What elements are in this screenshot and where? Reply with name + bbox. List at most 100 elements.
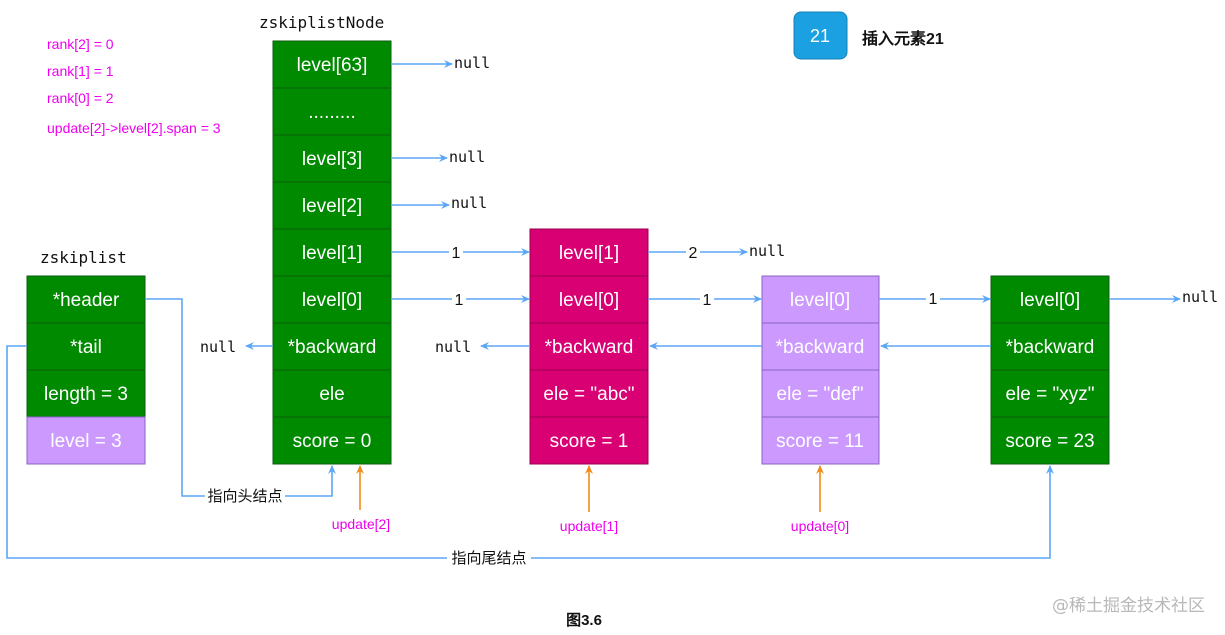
backward-pointers: null null <box>200 338 991 356</box>
forward-pointers: 1 1 2 1 1 <box>391 243 991 309</box>
insert-badge: 21 插入元素21 <box>793 11 944 60</box>
header-field: level[63] <box>297 55 368 76</box>
node-field: level[1] <box>559 243 619 264</box>
node-field: level[0] <box>559 290 619 311</box>
node-xyz: level[0] *backward ele = "xyz" score = 2… <box>990 275 1110 465</box>
node-field: level[0] <box>1020 290 1080 311</box>
node-cell <box>529 416 649 465</box>
zskiplist-cell <box>26 369 146 418</box>
zskiplist-title: zskiplist <box>40 248 127 267</box>
span-bg <box>926 289 940 307</box>
watermark: @稀土掘金技术社区 <box>1052 596 1205 616</box>
badge-caption: 插入元素21 <box>862 29 944 48</box>
zskiplist-field: *header <box>53 290 120 311</box>
header-field: level[0] <box>302 290 362 311</box>
header-cell <box>272 228 392 277</box>
node-cell <box>529 228 649 277</box>
rank-notes: rank[2] = 0 rank[1] = 1 rank[0] = 2 upda… <box>47 36 221 136</box>
update-label: update[2] <box>332 516 390 532</box>
zskiplist-field: length = 3 <box>44 384 128 405</box>
null-pointers: null null null null null <box>391 54 1218 306</box>
node-field: ele = "def" <box>777 384 864 405</box>
node-cell <box>761 369 880 418</box>
span-label: 1 <box>929 291 938 308</box>
span-label: 1 <box>452 245 461 262</box>
span-label: 1 <box>455 292 464 309</box>
rank-note: rank[1] = 1 <box>47 63 114 79</box>
span-bg <box>449 243 463 261</box>
rank-note: update[2]->level[2].span = 3 <box>47 120 221 136</box>
null-label: null <box>451 194 487 212</box>
node-cell <box>761 275 880 324</box>
node-cell <box>990 322 1110 371</box>
span-bg <box>686 243 700 261</box>
node-field: ele = "xyz" <box>1006 384 1095 405</box>
header-cell <box>272 275 392 324</box>
header-pointer-arrow <box>145 298 336 497</box>
span-bg <box>700 290 714 308</box>
update-markers: update[2] update[1] update[0] <box>332 465 849 534</box>
zskiplist-cell <box>26 275 146 324</box>
node-def: level[0] *backward ele = "def" score = 1… <box>761 275 880 465</box>
tail-pointer-label: 指向尾结点 <box>451 550 526 567</box>
header-cell <box>272 416 392 465</box>
span-bg <box>452 290 466 308</box>
zskiplist-pointers: 指向头结点 指向尾结点 <box>6 298 1054 568</box>
null-label: null <box>435 338 471 356</box>
node-cell <box>761 416 880 465</box>
badge-value: 21 <box>810 26 830 46</box>
node-field: *backward <box>1006 337 1095 358</box>
null-label: null <box>1182 288 1218 306</box>
header-field: ele <box>319 384 344 405</box>
zskiplist-field: *tail <box>70 337 102 358</box>
header-node: zskiplistNode level[63] ......... level[… <box>259 13 392 465</box>
update-label: update[1] <box>560 518 618 534</box>
null-label: null <box>749 242 785 260</box>
header-field: score = 0 <box>293 431 372 452</box>
node-field: *backward <box>545 337 634 358</box>
header-node-title: zskiplistNode <box>259 13 384 32</box>
node-cell <box>529 275 649 324</box>
header-field: level[2] <box>302 196 362 217</box>
node-cell <box>990 369 1110 418</box>
node-field: score = 1 <box>550 431 629 452</box>
figure-caption: 图3.6 <box>566 612 602 629</box>
zskiplist-field: level = 3 <box>50 431 121 452</box>
header-cell <box>272 369 392 418</box>
header-pointer-label: 指向头结点 <box>207 488 282 505</box>
node-cell <box>990 275 1110 324</box>
node-field: score = 11 <box>776 431 864 452</box>
null-label: null <box>200 338 236 356</box>
header-cell <box>272 134 392 183</box>
node-abc: level[1] level[0] *backward ele = "abc" … <box>529 228 649 465</box>
null-label: null <box>449 148 485 166</box>
zskiplist-cell <box>26 322 146 371</box>
null-label: null <box>454 54 490 72</box>
header-cell <box>272 181 392 230</box>
tail-pointer-arrow <box>6 345 1054 559</box>
node-cell <box>529 369 649 418</box>
span-label: 2 <box>689 245 698 262</box>
badge-box <box>793 11 848 60</box>
header-field: *backward <box>288 337 377 358</box>
node-field: *backward <box>776 337 865 358</box>
header-field: level[3] <box>302 149 362 170</box>
header-field: ......... <box>308 102 356 123</box>
zskiplist-struct: zskiplist *header *tail length = 3 level… <box>26 248 146 465</box>
node-cell <box>990 416 1110 465</box>
label-bg <box>447 548 531 568</box>
rank-note: rank[0] = 2 <box>47 90 114 106</box>
node-field: ele = "abc" <box>543 384 634 405</box>
node-field: level[0] <box>790 290 850 311</box>
node-cell <box>529 322 649 371</box>
update-label: update[0] <box>791 518 849 534</box>
node-field: score = 23 <box>1005 431 1094 452</box>
label-bg <box>205 486 285 506</box>
rank-note: rank[2] = 0 <box>47 36 114 52</box>
node-cell <box>761 322 880 371</box>
span-label: 1 <box>703 292 712 309</box>
zskiplist-cell <box>26 416 146 465</box>
header-field: level[1] <box>302 243 362 264</box>
